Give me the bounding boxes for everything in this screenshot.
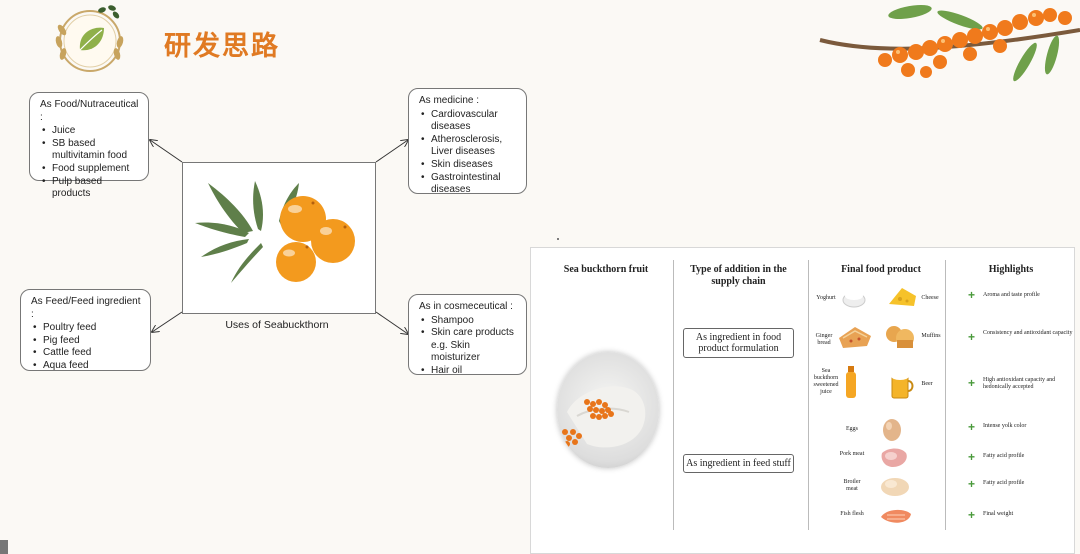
list-item: Cattle feed [33, 347, 142, 360]
header-product: Final food product [841, 264, 921, 275]
product-label: Eggs [846, 426, 858, 432]
food-nutraceutical-box: As Food/Nutraceutical : Juice SB based m… [29, 92, 149, 199]
highlight-text: Final weight [983, 511, 1014, 517]
addition-feed-box: As ingredient in feed stuff [683, 454, 794, 473]
muffins-icon [886, 326, 914, 348]
plus-icon: + [968, 288, 976, 302]
list-item: Atherosclerosis, Liver diseases [421, 134, 518, 159]
header-highlights: Highlights [988, 264, 1034, 275]
column-divider [673, 260, 674, 530]
cosmeceutical-box: As in cosmeceutical : Shampoo Skin care … [408, 294, 527, 378]
list-item: Gastrointestinal diseases [421, 172, 518, 197]
fruit-photo [557, 352, 659, 468]
corner-tab [0, 540, 8, 554]
product-label: Broiler meat [843, 479, 861, 492]
pork-meat-icon [881, 448, 907, 467]
medicine-box: As medicine : Cardiovascular diseases At… [408, 88, 527, 197]
sea-buckthorn-berries-icon [195, 181, 355, 283]
product-label: Fish flesh [840, 511, 864, 517]
plus-icon: + [968, 420, 976, 434]
plus-icon: + [968, 508, 976, 522]
highlight-text: Fatty acid profile [983, 480, 1025, 486]
list-item: Poultry feed [33, 322, 142, 335]
product-label: Yoghurt [816, 295, 836, 301]
juice-bottle-icon [846, 366, 856, 398]
header-addition: Type of addition in the supply chain [690, 264, 787, 287]
beer-icon [891, 372, 914, 399]
food-heading: As Food/Nutraceutical : [40, 99, 139, 123]
hand-with-berries-icon [562, 386, 646, 448]
list-item: Skin care products e.g. Skin moisturizer [421, 327, 518, 365]
product-label: Pork meat [839, 451, 865, 457]
center-caption: Uses of Seabuckthorn [225, 319, 329, 331]
list-item: Skin diseases [421, 159, 518, 172]
sea-buckthorn-branch-icon [819, 4, 1080, 82]
yoghurt-icon [842, 292, 866, 308]
product-label: Cheese [921, 295, 939, 301]
product-label: Sea buckthorn sweetened juice [813, 368, 839, 395]
list-item: SB based multivitamin food [42, 138, 140, 163]
plus-icon: + [968, 376, 976, 390]
list-item: Aqua feed [33, 360, 142, 373]
gingerbread-icon [839, 327, 871, 348]
egg-icon [883, 419, 901, 441]
product-label: Muffins [921, 333, 941, 339]
product-label: Beer [921, 381, 933, 387]
highlight-text: Intense yolk color [983, 423, 1027, 429]
highlight-text: Consistency and antioxidant capacity [983, 330, 1073, 336]
supply-chain-table: Sea buckthorn fruit Type of addition in … [530, 247, 1075, 554]
page-title: 研发思路 [164, 31, 280, 62]
header-fruit: Sea buckthorn fruit [563, 264, 649, 275]
stray-dot [557, 238, 559, 240]
fish-flesh-icon [881, 509, 911, 523]
list-item: Pulp based products [42, 176, 140, 201]
plus-icon: + [968, 477, 976, 491]
feed-heading: As Feed/Feed ingredient : [31, 296, 141, 320]
leaf-logo-icon [55, 5, 124, 72]
cheese-icon [889, 288, 916, 306]
list-item: Hair oil [421, 365, 518, 378]
plus-icon: + [968, 330, 976, 344]
list-item: Shampoo [421, 315, 518, 328]
highlight-text: Aroma and taste profile [983, 292, 1040, 298]
column-divider [808, 260, 809, 530]
highlight-text: Fatty acid profile [983, 453, 1025, 459]
column-divider [945, 260, 946, 530]
list-item: Food supplement [42, 163, 140, 176]
addition-food-box: As ingredient in food product formulatio… [683, 328, 794, 358]
list-item: Juice [42, 125, 140, 138]
list-item: Pig feed [33, 335, 142, 348]
feed-ingredient-box: As Feed/Feed ingredient : Poultry feed P… [20, 289, 151, 373]
list-item: Cardiovascular diseases [421, 109, 518, 134]
highlight-text: High antioxidant capacity and hedonicall… [983, 377, 1056, 390]
broiler-meat-icon [881, 478, 909, 496]
cosmeceutical-heading: As in cosmeceutical : [419, 301, 513, 312]
product-label: Ginger bread [815, 333, 833, 346]
center-image [182, 162, 376, 314]
medicine-heading: As medicine : [419, 95, 480, 106]
plus-icon: + [968, 450, 976, 464]
